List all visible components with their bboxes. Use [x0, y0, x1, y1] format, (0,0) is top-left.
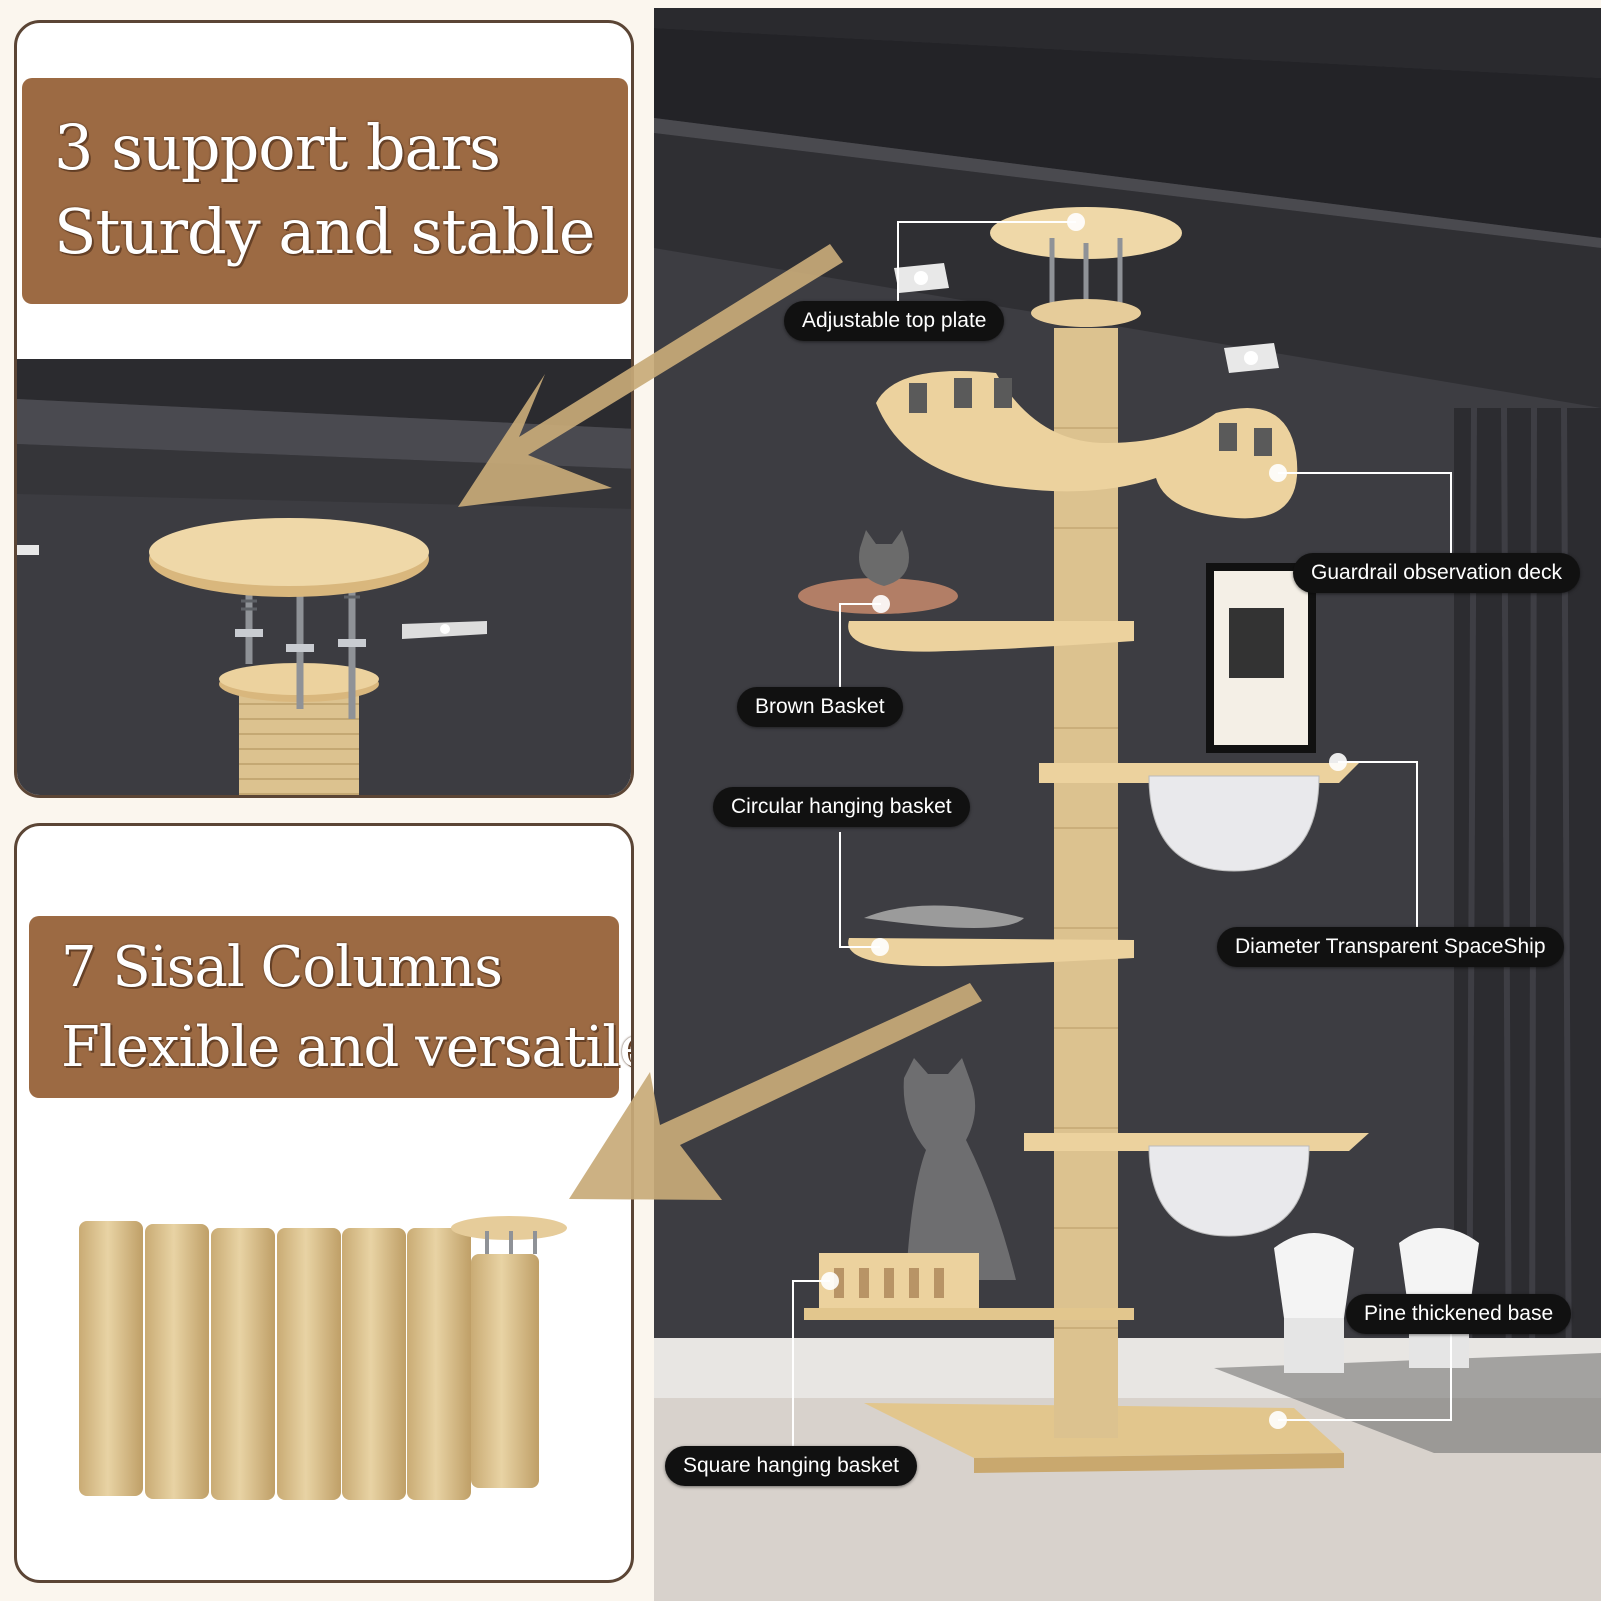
- cat-tree-room-photo: [654, 8, 1601, 1601]
- top-feature-panel: 3 support bars Sturdy and stable: [14, 20, 634, 798]
- banner-subheadline: Flexible and versatile: [61, 1015, 634, 1080]
- banner-subheadline: Sturdy and stable: [54, 195, 596, 268]
- top-plate-closeup-photo: [17, 359, 631, 795]
- callout-transparent-spaceship: Diameter Transparent SpaceShip: [1217, 927, 1564, 967]
- sisal-columns-banner: 7 Sisal Columns Flexible and versatile: [29, 916, 634, 1098]
- callout-guardrail-observation-deck: Guardrail observation deck: [1293, 553, 1580, 593]
- callout-adjustable-top-plate: Adjustable top plate: [784, 301, 1005, 341]
- banner-headline: 3 support bars: [54, 111, 501, 184]
- callout-square-hanging-basket: Square hanging basket: [665, 1446, 917, 1486]
- banner-headline: 7 Sisal Columns: [61, 935, 503, 1000]
- callout-pine-thickened-base: Pine thickened base: [1346, 1294, 1572, 1334]
- callout-circular-hanging-basket: Circular hanging basket: [713, 787, 970, 827]
- callout-brown-basket: Brown Basket: [737, 687, 903, 727]
- bottom-feature-panel: 7 Sisal Columns Flexible and versatile: [14, 823, 634, 1583]
- sisal-columns-photo: [79, 1216, 567, 1500]
- support-bars-banner: 3 support bars Sturdy and stable: [22, 78, 628, 304]
